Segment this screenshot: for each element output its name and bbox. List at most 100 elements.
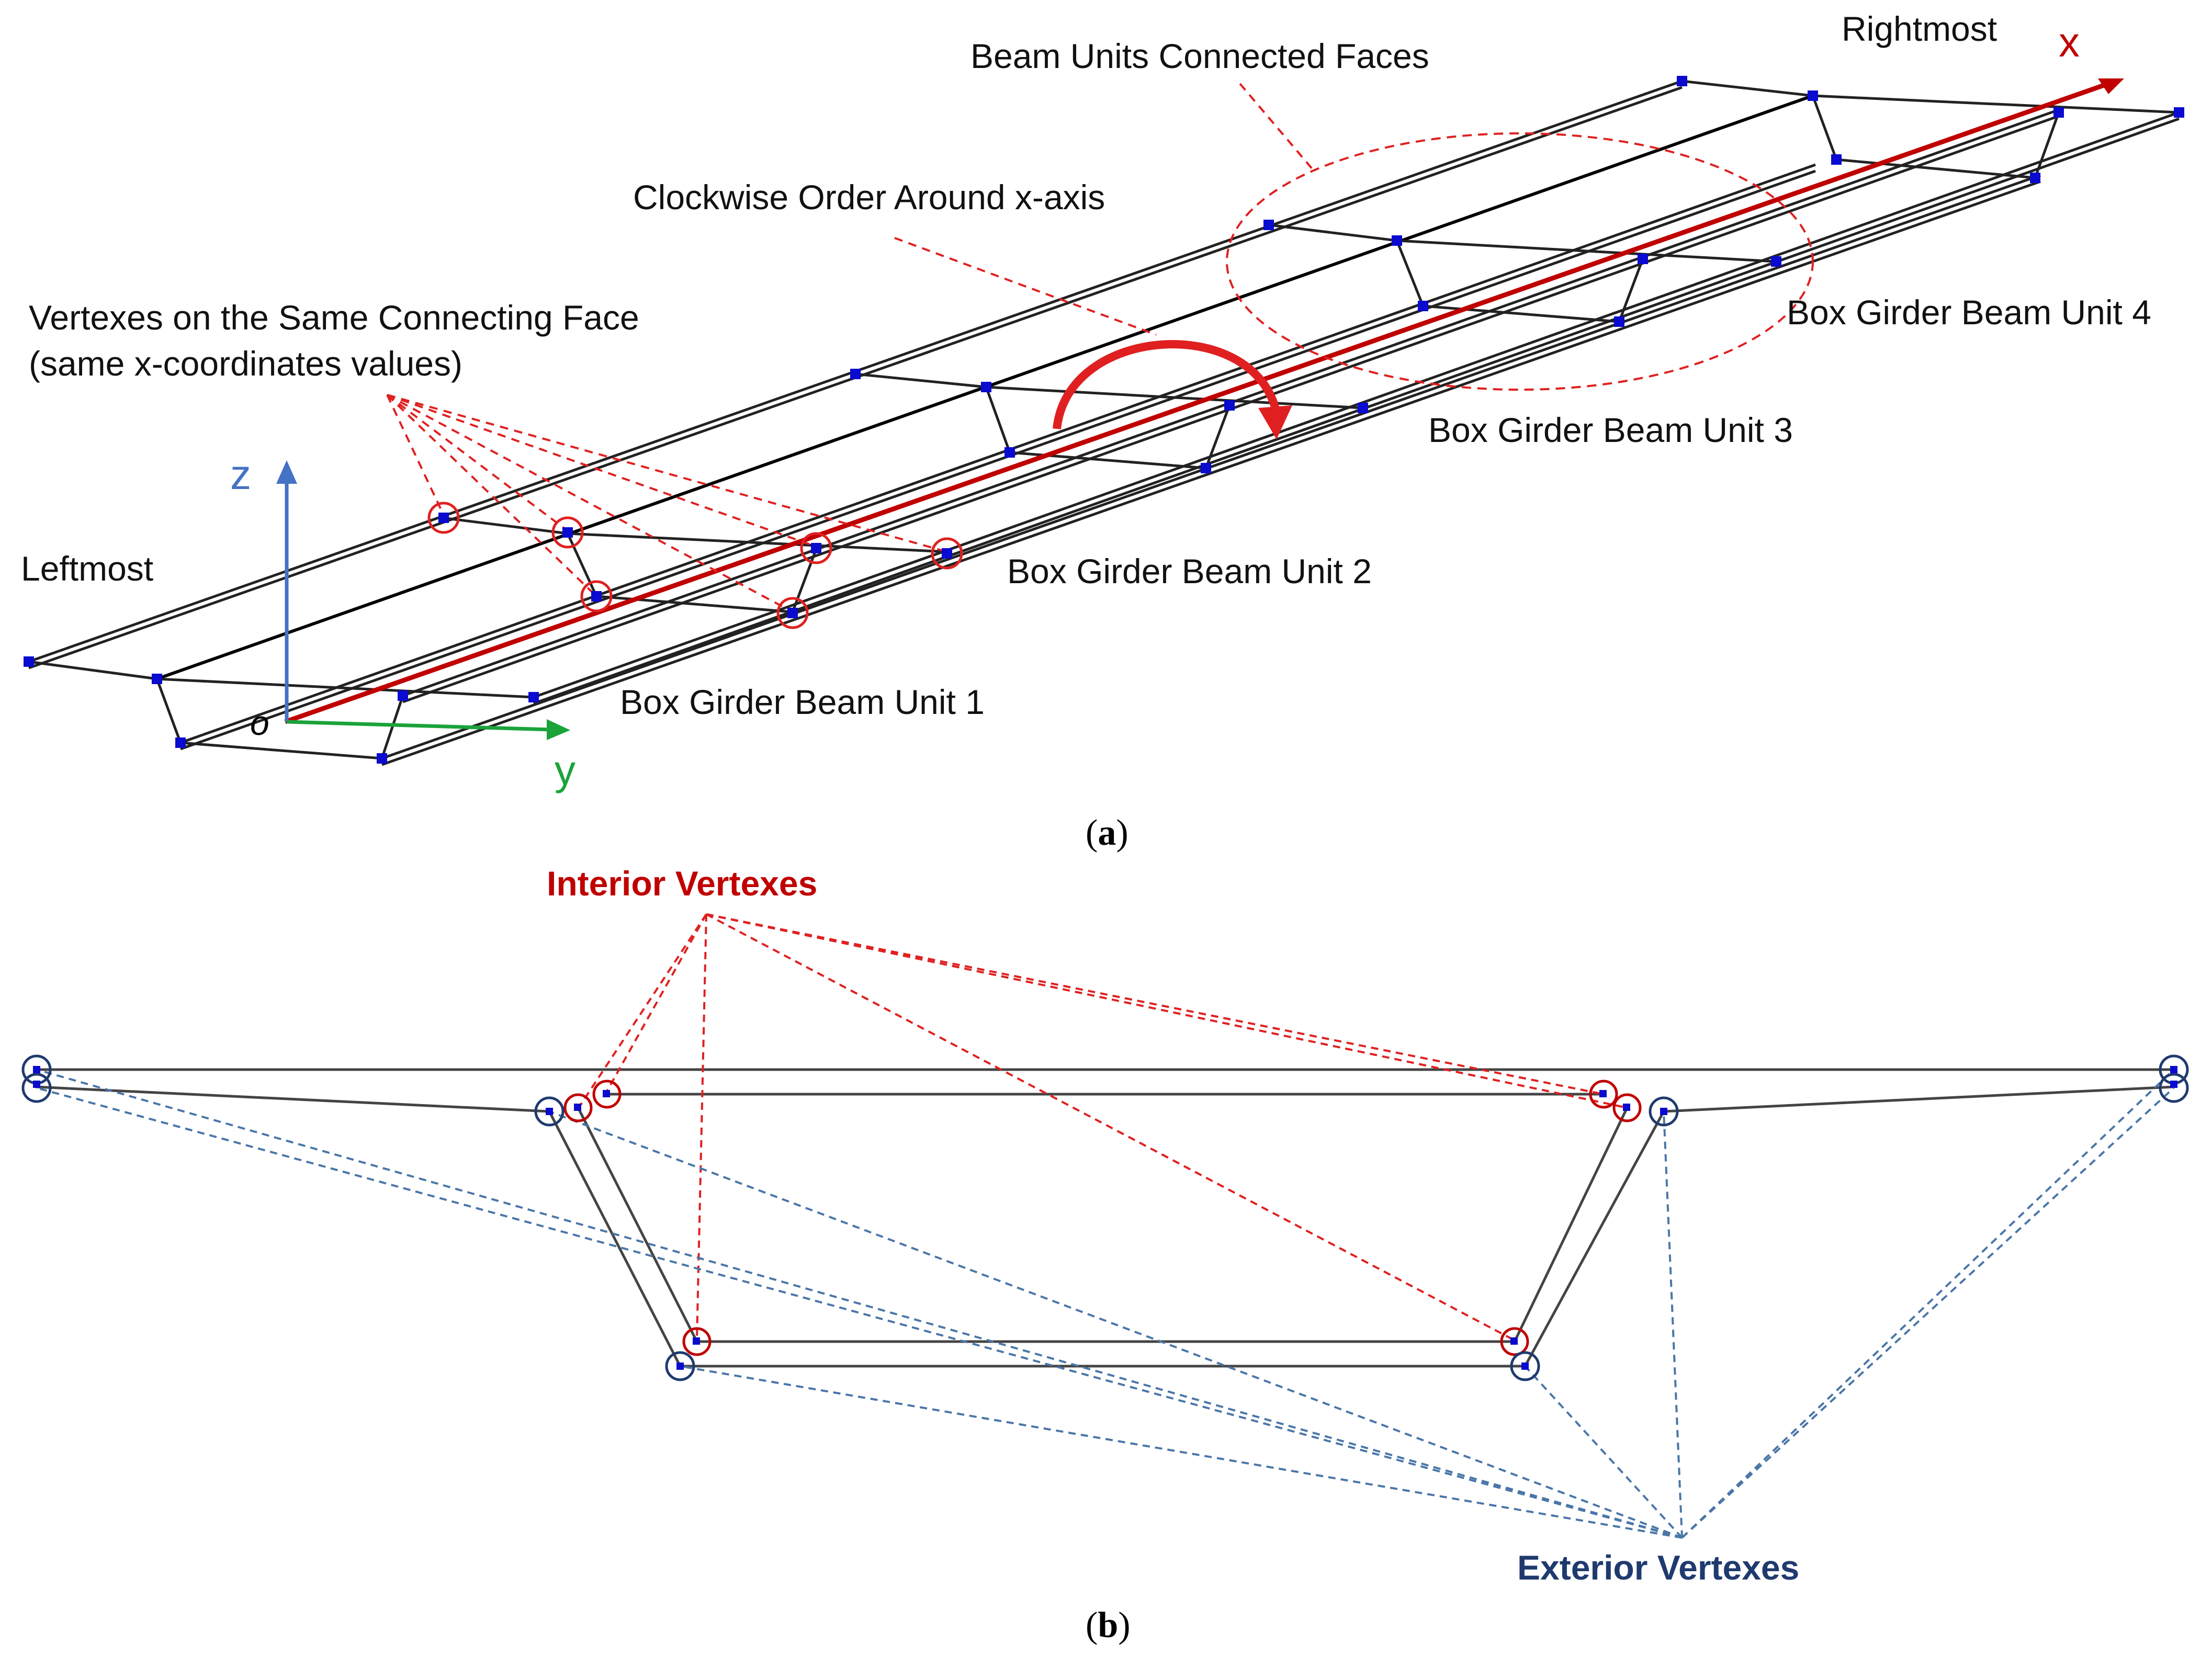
z-axis — [276, 460, 297, 722]
vertex-point — [981, 382, 991, 392]
vertex-point — [676, 1362, 684, 1370]
section-0-box — [155, 678, 404, 760]
callout-connected-faces — [1239, 83, 1314, 171]
exterior-callout-line — [1524, 1365, 1683, 1539]
left-cantilever-bottom — [35, 1085, 550, 1113]
exterior-callouts — [36, 1069, 2175, 1539]
label-origin: o — [250, 703, 269, 742]
vertex-point — [175, 737, 186, 748]
exterior-callout-line — [680, 1365, 1683, 1539]
vertex-point — [2170, 1066, 2177, 1073]
interior-callouts — [579, 913, 1628, 1340]
interior-vertex-circle — [1589, 1080, 1618, 1109]
vertex-point — [1771, 256, 1781, 267]
label-beam-units-connected-faces: Beam Units Connected Faces — [970, 37, 1429, 75]
vertex-circle — [580, 580, 613, 612]
vertex-circle — [551, 516, 584, 549]
label-rightmost: Rightmost — [1842, 9, 1997, 48]
connected-faces-ellipse — [1226, 132, 1814, 391]
vertex-point — [1623, 1104, 1630, 1111]
vertex-point — [398, 690, 408, 701]
vertex-point — [2170, 1081, 2177, 1088]
vertex-point — [787, 608, 798, 618]
exterior-vertex-circle — [665, 1351, 695, 1381]
label-vertexes-same-face-1: Vertexes on the Same Connecting Face — [29, 298, 639, 337]
vertex-point — [438, 513, 449, 523]
caption-a: (a) — [1086, 813, 1128, 853]
callout-vertex-3 — [386, 394, 597, 597]
vertex-circle — [776, 597, 809, 629]
label-unit-3: Box Girder Beam Unit 3 — [1428, 411, 1793, 449]
exterior-vertex-circle — [21, 1073, 52, 1103]
exterior-callout-line — [1663, 1111, 1683, 1538]
vertex-point — [850, 369, 861, 379]
label-unit-4: Box Girder Beam Unit 4 — [1787, 293, 2151, 332]
vertex-circle — [931, 537, 963, 570]
exterior-callout-line — [1681, 1069, 2175, 1539]
label-leftmost: Leftmost — [21, 549, 153, 588]
vertex-circle — [427, 502, 460, 534]
vertex-point — [1660, 1108, 1667, 1115]
x-axis — [284, 78, 2124, 724]
box-outer — [548, 1110, 1665, 1368]
vertex-point — [1005, 447, 1015, 458]
section-1-box — [566, 532, 818, 614]
section-0-top — [28, 660, 534, 699]
exterior-callout-line — [549, 1110, 1683, 1539]
callout-vertex-1 — [386, 394, 445, 516]
exterior-callout-line — [1681, 1087, 2175, 1539]
vertex-point — [528, 692, 539, 702]
callout-vertex-6 — [387, 394, 947, 553]
panel-a-vertexes — [24, 76, 2184, 764]
interior-vertex-circle — [1500, 1327, 1529, 1356]
section-3-box — [1395, 240, 1644, 323]
section-1-top — [442, 516, 947, 553]
vertex-point — [603, 1090, 610, 1097]
section-4-box — [1811, 95, 2060, 179]
exterior-callout-line — [36, 1087, 1683, 1539]
clockwise-arrow-head — [1258, 405, 1292, 439]
vertex-point — [33, 1081, 40, 1088]
vertex-point — [693, 1337, 700, 1345]
vertex-point — [1638, 254, 1648, 264]
label-exterior-vertexes: Exterior Vertexes — [1517, 1548, 1799, 1587]
y-axis-line — [286, 720, 552, 732]
vertex-point — [1521, 1362, 1529, 1370]
callout-clockwise — [894, 237, 1157, 336]
panel-b-section — [35, 1068, 2174, 1368]
label-unit-2: Box Girder Beam Unit 2 — [1007, 552, 1372, 590]
vertex-point — [1224, 400, 1235, 411]
y-axis-arrowhead — [547, 719, 570, 740]
label-unit-1: Box Girder Beam Unit 1 — [620, 683, 985, 721]
x-axis-arrowhead — [2098, 78, 2124, 94]
bottom-flange-left — [180, 163, 1816, 744]
vertex-point — [1263, 220, 1274, 230]
label-interior-vertexes: Interior Vertexes — [547, 864, 817, 903]
vertex-point — [1418, 301, 1428, 311]
deck-right-edge-inner — [533, 117, 2180, 705]
interior-vertex-circle — [563, 1093, 593, 1122]
z-axis-arrowhead — [276, 460, 297, 484]
vertex-point — [942, 548, 952, 559]
interior-callout-line — [696, 914, 707, 1339]
interior-callout-line — [706, 913, 1604, 1095]
interior-vertex-circle — [592, 1080, 622, 1109]
interior-callout-line — [605, 914, 707, 1094]
panel-a-labels: Beam Units Connected Faces Rightmost Clo… — [21, 9, 2151, 853]
vertex-point — [562, 527, 573, 538]
vertex-circle — [800, 532, 832, 564]
vertex-point — [1201, 463, 1211, 473]
label-z-axis: z — [230, 451, 251, 498]
vertex-point — [811, 543, 821, 553]
vertex-point — [574, 1104, 581, 1111]
box-inner — [577, 1107, 1629, 1343]
vertex-point — [2174, 107, 2184, 118]
clockwise-arrow — [1053, 340, 1292, 439]
vertex-point — [1614, 316, 1624, 327]
vertex-point — [591, 591, 602, 601]
vertex-point — [1358, 403, 1368, 413]
vertex-point — [152, 674, 162, 684]
deck-right-edge — [533, 111, 2180, 699]
x-axis-line — [284, 81, 2109, 724]
